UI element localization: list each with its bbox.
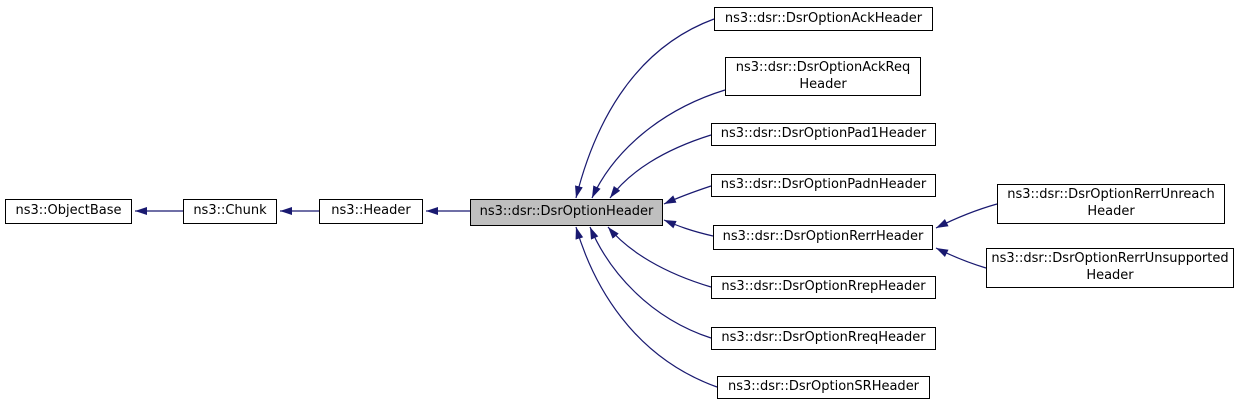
class-node-dsroptionheader-focus: ns3::dsr::DsrOptionHeader bbox=[470, 199, 663, 226]
class-node-dsroptionrerrunsupportedheader[interactable]: ns3::dsr::DsrOptionRerrUnsupported Heade… bbox=[986, 248, 1234, 288]
class-node-header[interactable]: ns3::Header bbox=[319, 199, 423, 224]
class-node-objectbase[interactable]: ns3::ObjectBase bbox=[5, 199, 132, 224]
edge-pad1-to-dsroptionheader bbox=[609, 134, 712, 199]
class-node-dsroptionrerrheader[interactable]: ns3::dsr::DsrOptionRerrHeader bbox=[713, 225, 933, 250]
edge-ack-to-dsroptionheader bbox=[575, 18, 715, 199]
edge-rrep-to-dsroptionheader bbox=[607, 226, 712, 288]
class-node-dsroptionpadnheader[interactable]: ns3::dsr::DsrOptionPadnHeader bbox=[711, 174, 936, 197]
edge-rreq-to-dsroptionheader bbox=[589, 226, 712, 339]
class-node-dsroptionpad1header[interactable]: ns3::dsr::DsrOptionPad1Header bbox=[711, 123, 936, 146]
class-node-dsroptionrrepheader[interactable]: ns3::dsr::DsrOptionRrepHeader bbox=[711, 276, 936, 299]
class-node-dsroptionsrheader[interactable]: ns3::dsr::DsrOptionSRHeader bbox=[717, 376, 930, 399]
edge-sr-to-dsroptionheader bbox=[575, 226, 718, 388]
class-node-dsroptionrerrunreachheader[interactable]: ns3::dsr::DsrOptionRerrUnreach Header bbox=[997, 184, 1225, 224]
class-node-dsroptionackreqheader[interactable]: ns3::dsr::DsrOptionAckReq Header bbox=[725, 57, 921, 96]
class-node-chunk[interactable]: ns3::Chunk bbox=[183, 199, 277, 224]
edge-rerrunsupported-to-rerr bbox=[935, 247, 987, 269]
class-node-dsroptionackheader[interactable]: ns3::dsr::DsrOptionAckHeader bbox=[714, 7, 933, 31]
edge-ackreq-to-dsroptionheader bbox=[591, 89, 726, 199]
edge-rerr-to-dsroptionheader bbox=[663, 219, 714, 237]
edge-padn-to-dsroptionheader bbox=[663, 185, 712, 205]
class-node-dsroptionrreqheader[interactable]: ns3::dsr::DsrOptionRreqHeader bbox=[711, 327, 936, 350]
edge-rerrunreach-to-rerr bbox=[935, 203, 998, 229]
